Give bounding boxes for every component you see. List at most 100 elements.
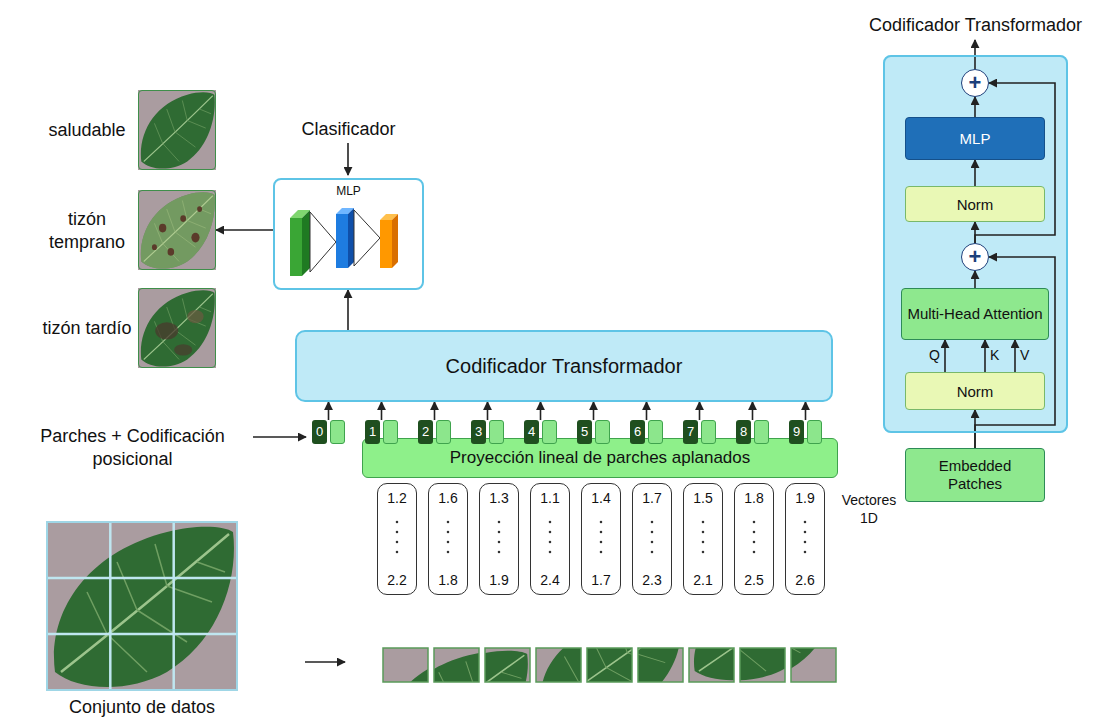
node-text: 2.4	[540, 572, 559, 588]
vector-bracket: 1.92.6	[785, 483, 825, 595]
node-text: 6	[630, 420, 645, 444]
connector	[381, 402, 383, 420]
classifier-box: ClasificadorMLP	[273, 178, 424, 290]
node-text: 1.3	[489, 490, 508, 506]
class-image: tizón tardío	[138, 288, 216, 368]
class-image: tizón temprano	[138, 190, 216, 270]
mlp-layers	[290, 208, 398, 276]
patch-token: 0	[312, 420, 345, 444]
embedding-square	[542, 420, 557, 444]
embedding-square	[754, 420, 769, 444]
connector	[975, 257, 1055, 448]
node-text: 1.4	[591, 490, 610, 506]
node-text: 1.2	[387, 490, 406, 506]
node-text: 7	[683, 420, 698, 444]
node-text: 1.9	[795, 490, 814, 506]
vector-bracket: 1.4 1.7	[581, 483, 621, 595]
node-text: 2.2	[387, 572, 406, 588]
connector	[540, 402, 542, 420]
node-text: Proyección lineal de parches aplanados	[450, 448, 751, 468]
node-text: 2.1	[693, 572, 712, 588]
patch-token: 7	[683, 420, 716, 444]
patch-images	[383, 580, 836, 724]
encoder-box: Codificador Transformador	[295, 330, 833, 402]
add-circle: +	[961, 69, 989, 97]
node-text: Codificador Transformador	[446, 355, 683, 378]
connector	[328, 402, 330, 420]
pointer-arrows	[253, 40, 975, 662]
node-heading: Codificador Transformador	[869, 15, 1082, 36]
connector	[984, 340, 986, 372]
vector-bracket: 1.7 2.3	[632, 483, 672, 595]
patch-token: 2	[418, 420, 451, 444]
patch-token: 3	[471, 420, 504, 444]
class-image: saludable	[138, 90, 216, 170]
node-text: Norm	[957, 383, 994, 400]
attention-box: Multi-Head Attention	[901, 288, 1048, 340]
connector	[646, 402, 648, 420]
connector	[347, 290, 349, 330]
node-heading: saludable	[41, 119, 133, 142]
embedding-square	[489, 420, 504, 444]
connector	[699, 402, 701, 420]
text-label: Conjunto de datos	[47, 696, 237, 719]
embedding-square	[595, 420, 610, 444]
connector	[974, 160, 976, 186]
patch-token: 8	[736, 420, 769, 444]
connector	[593, 402, 595, 420]
mlp-box: MLP	[905, 117, 1045, 160]
node-text: 1.9	[489, 572, 508, 588]
vector-bracket: 1.3 1.9	[479, 483, 519, 595]
node-text: Multi-Head Attention	[907, 305, 1042, 323]
node-text: 3	[471, 420, 486, 444]
vector-bracket: 1.2 2.2	[377, 483, 417, 595]
vector-bracket: 1.5 2.1	[683, 483, 723, 595]
embedding-square	[436, 420, 451, 444]
node-text: 9	[789, 420, 804, 444]
encoder-panel: Codificador Transformador+MLPNorm+Multi-…	[883, 55, 1068, 433]
node-text: 1.7	[591, 572, 610, 588]
patch-token: 5	[577, 420, 610, 444]
connector	[434, 402, 436, 420]
text-label: Vectores 1D	[838, 492, 900, 527]
panel-ground	[883, 55, 1068, 433]
patch-token: 9	[789, 420, 822, 444]
vector-bracket: 1.6 1.8	[428, 483, 468, 595]
embedding-square	[701, 420, 716, 444]
node-text: 1.1	[540, 490, 559, 506]
connector	[752, 402, 754, 420]
connector	[1014, 340, 1016, 372]
edge-label: Q	[929, 347, 940, 363]
edge-label: K	[990, 347, 999, 363]
norm-box: Norm	[905, 372, 1045, 410]
class-leaf-images	[138, 90, 216, 368]
vector-dots	[397, 522, 805, 562]
add-circle: +	[961, 243, 989, 271]
node-text: 1	[365, 420, 380, 444]
node-heading: tizón temprano	[41, 208, 133, 253]
dataset-image	[47, 522, 237, 690]
patch-token: 4	[524, 420, 557, 444]
text-label: Parches + Codificación posicional	[10, 425, 255, 470]
node-text: 5	[577, 420, 592, 444]
norm-box: Norm	[905, 186, 1045, 222]
vector-bracket: 1.82.5	[734, 483, 774, 595]
node-text: Embedded Patches	[926, 457, 1024, 493]
node-text: 2.3	[642, 572, 661, 588]
node-text: 1.6	[438, 490, 457, 506]
vector-bracket: 1.1 2.4	[530, 483, 570, 595]
node-text: 1.7	[642, 490, 661, 506]
embedding-square	[807, 420, 822, 444]
node-text: 1.5	[693, 490, 712, 506]
edge-label: V	[1020, 347, 1029, 363]
node-text: MLP	[960, 130, 991, 147]
node-heading: Clasificador	[301, 119, 395, 140]
node-text: Norm	[957, 196, 994, 213]
embedded-patches-box: Embedded Patches	[905, 448, 1045, 502]
connector	[805, 402, 807, 420]
node-text: 1.8	[438, 572, 457, 588]
node-text: 0	[312, 420, 327, 444]
connector	[974, 97, 976, 117]
connector	[487, 402, 489, 420]
node-text: MLP	[336, 184, 361, 198]
